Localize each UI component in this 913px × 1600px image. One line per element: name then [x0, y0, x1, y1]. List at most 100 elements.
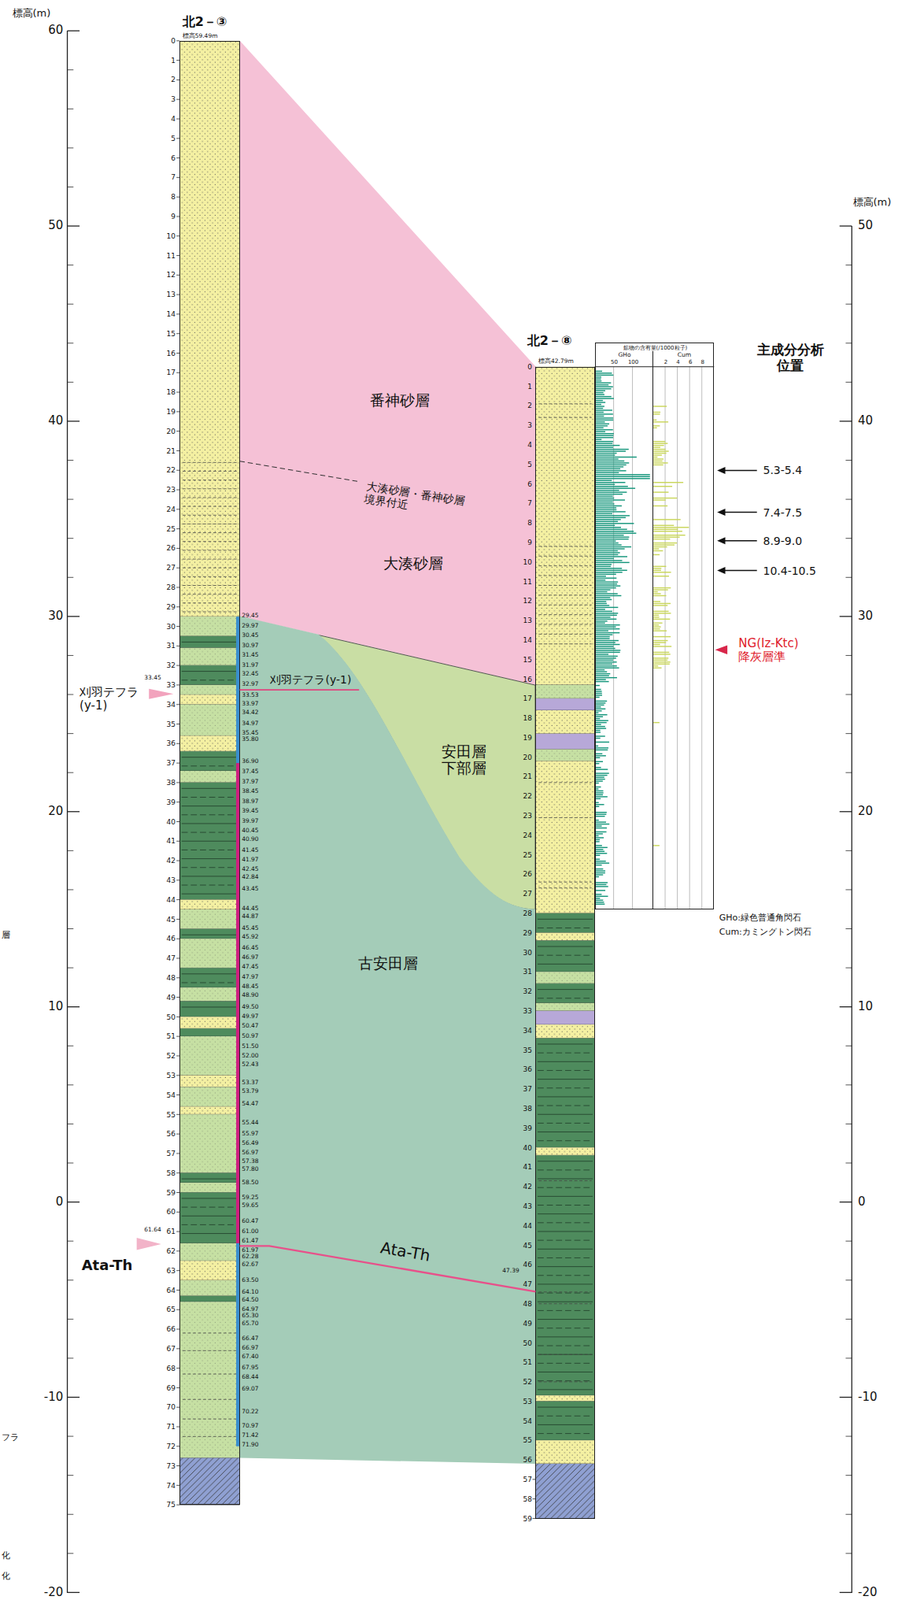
lamination-line: [181, 1223, 238, 1225]
lithology-band: [179, 704, 240, 736]
depth-number: 57: [522, 1474, 532, 1483]
gho-bar: [595, 382, 611, 384]
axis-tick: [67, 459, 74, 461]
gho-bar: [595, 390, 606, 392]
axis-tick: [845, 576, 852, 578]
lamination-line: [537, 946, 593, 947]
sample-depth: 31.97: [241, 661, 259, 669]
axis-tick: [845, 1162, 852, 1164]
gho-bar: [595, 725, 606, 727]
depth-number: 16: [522, 674, 532, 683]
sand-stipple: [179, 938, 240, 968]
cum-bar: [653, 546, 668, 548]
gho-bar: [595, 676, 618, 678]
axis-tick: [839, 225, 853, 226]
chart-grid: [632, 366, 633, 910]
annotation: 化: [1, 1550, 11, 1561]
lamination-line: [537, 1388, 593, 1390]
gho-bar: [595, 903, 605, 905]
depth-number-holder: 47: [166, 953, 175, 962]
depth-number-holder: 6: [170, 153, 176, 162]
depth-number-holder: 51: [522, 1357, 532, 1366]
position-arrow: [723, 539, 758, 542]
sample-depth: 39.97: [241, 817, 259, 825]
sample-depth-holder: 68.44: [241, 1372, 259, 1380]
axis-tick: [67, 1552, 74, 1553]
depth-number: 2: [170, 75, 176, 84]
gho-bar: [595, 524, 615, 526]
axis-tick: [845, 772, 852, 773]
depth-number: 71: [166, 1422, 175, 1431]
gho-bar: [595, 413, 614, 414]
depth-number-holder: 26: [166, 543, 175, 552]
arrow-head: [717, 566, 725, 574]
cum-bar: [653, 844, 660, 846]
gho-bar: [595, 823, 610, 825]
lamination-line: [537, 1301, 593, 1302]
depth-number-holder: 2: [527, 401, 533, 410]
gho-bar: [595, 618, 617, 620]
axis-title: 標高(m): [12, 7, 52, 20]
axis-tick: [839, 810, 853, 812]
depth-number: 9: [170, 212, 176, 221]
gho-bar: [595, 612, 618, 614]
node-text: 大湊砂層: [383, 554, 444, 573]
depth-number-holder: 1: [527, 381, 533, 390]
node-text-holder: 4: [676, 358, 680, 366]
lamination-line: [537, 1292, 593, 1294]
lithology-band: [535, 1146, 595, 1155]
cum-bar: [653, 661, 671, 662]
sand-stipple: [179, 694, 240, 704]
formation-region: 番神砂層大湊砂層・番神砂層 境界付近大湊砂層: [240, 40, 536, 687]
gho-bar: [595, 472, 619, 474]
depth-number: 28: [166, 583, 175, 592]
gho-bar: [595, 665, 618, 666]
depth-number-holder: 18: [166, 388, 175, 396]
gho-bar: [595, 614, 618, 616]
lithology-band: [535, 761, 595, 913]
silt-line: [182, 593, 237, 595]
node-text-holder: 安田層 下部層: [440, 742, 488, 778]
depth-number: 2: [527, 401, 533, 410]
annotation-holder: 10.4-10.5: [762, 563, 816, 577]
depth-number: 5: [170, 134, 176, 143]
axis-tick: [845, 1278, 852, 1280]
axis-title-holder: 標高(m): [853, 196, 892, 209]
silt-line: [538, 545, 592, 547]
gho-bar: [595, 391, 603, 393]
lithology-band: [179, 1260, 240, 1280]
axis-number-holder: 30: [48, 609, 63, 623]
sample-depth-holder: 32.45: [241, 670, 259, 678]
sample-depth: 52.43: [241, 1060, 259, 1068]
node-text-holder: 番神砂層: [369, 391, 430, 410]
sand-stipple: [179, 1260, 240, 1280]
depth-number: 6: [170, 153, 176, 162]
gho-bar: [595, 717, 600, 719]
lithology-band: [179, 750, 240, 771]
sample-depth-holder: 35.80: [241, 735, 259, 743]
depth-number: 27: [522, 889, 532, 898]
sample-depth: 58.50: [241, 1179, 259, 1187]
axis-tick: [67, 537, 74, 539]
sample-depth: 57.38: [241, 1156, 259, 1165]
depth-number: 63: [166, 1266, 175, 1275]
sample-depth: 59.25: [241, 1193, 259, 1202]
annotation-holder: 61.64: [144, 1226, 161, 1234]
axis-number: 10: [48, 999, 63, 1013]
gho-bar: [595, 450, 626, 451]
cum-bar: [653, 600, 661, 602]
gho-bar: [595, 458, 618, 459]
lamination-line: [537, 1069, 593, 1071]
sand-stipple: [179, 899, 240, 910]
lamination-line: [537, 1239, 593, 1241]
depth-number-holder: 27: [522, 889, 532, 898]
depth-number-holder: 41: [166, 836, 175, 845]
node-text-holder: 50: [610, 358, 618, 366]
cum-bar: [653, 628, 660, 629]
sand-stipple: [179, 1075, 240, 1087]
lamination-line: [537, 1423, 593, 1425]
depth-number: 20: [522, 753, 532, 762]
sample-depth: 71.90: [241, 1440, 259, 1448]
gho-bar: [595, 374, 614, 376]
